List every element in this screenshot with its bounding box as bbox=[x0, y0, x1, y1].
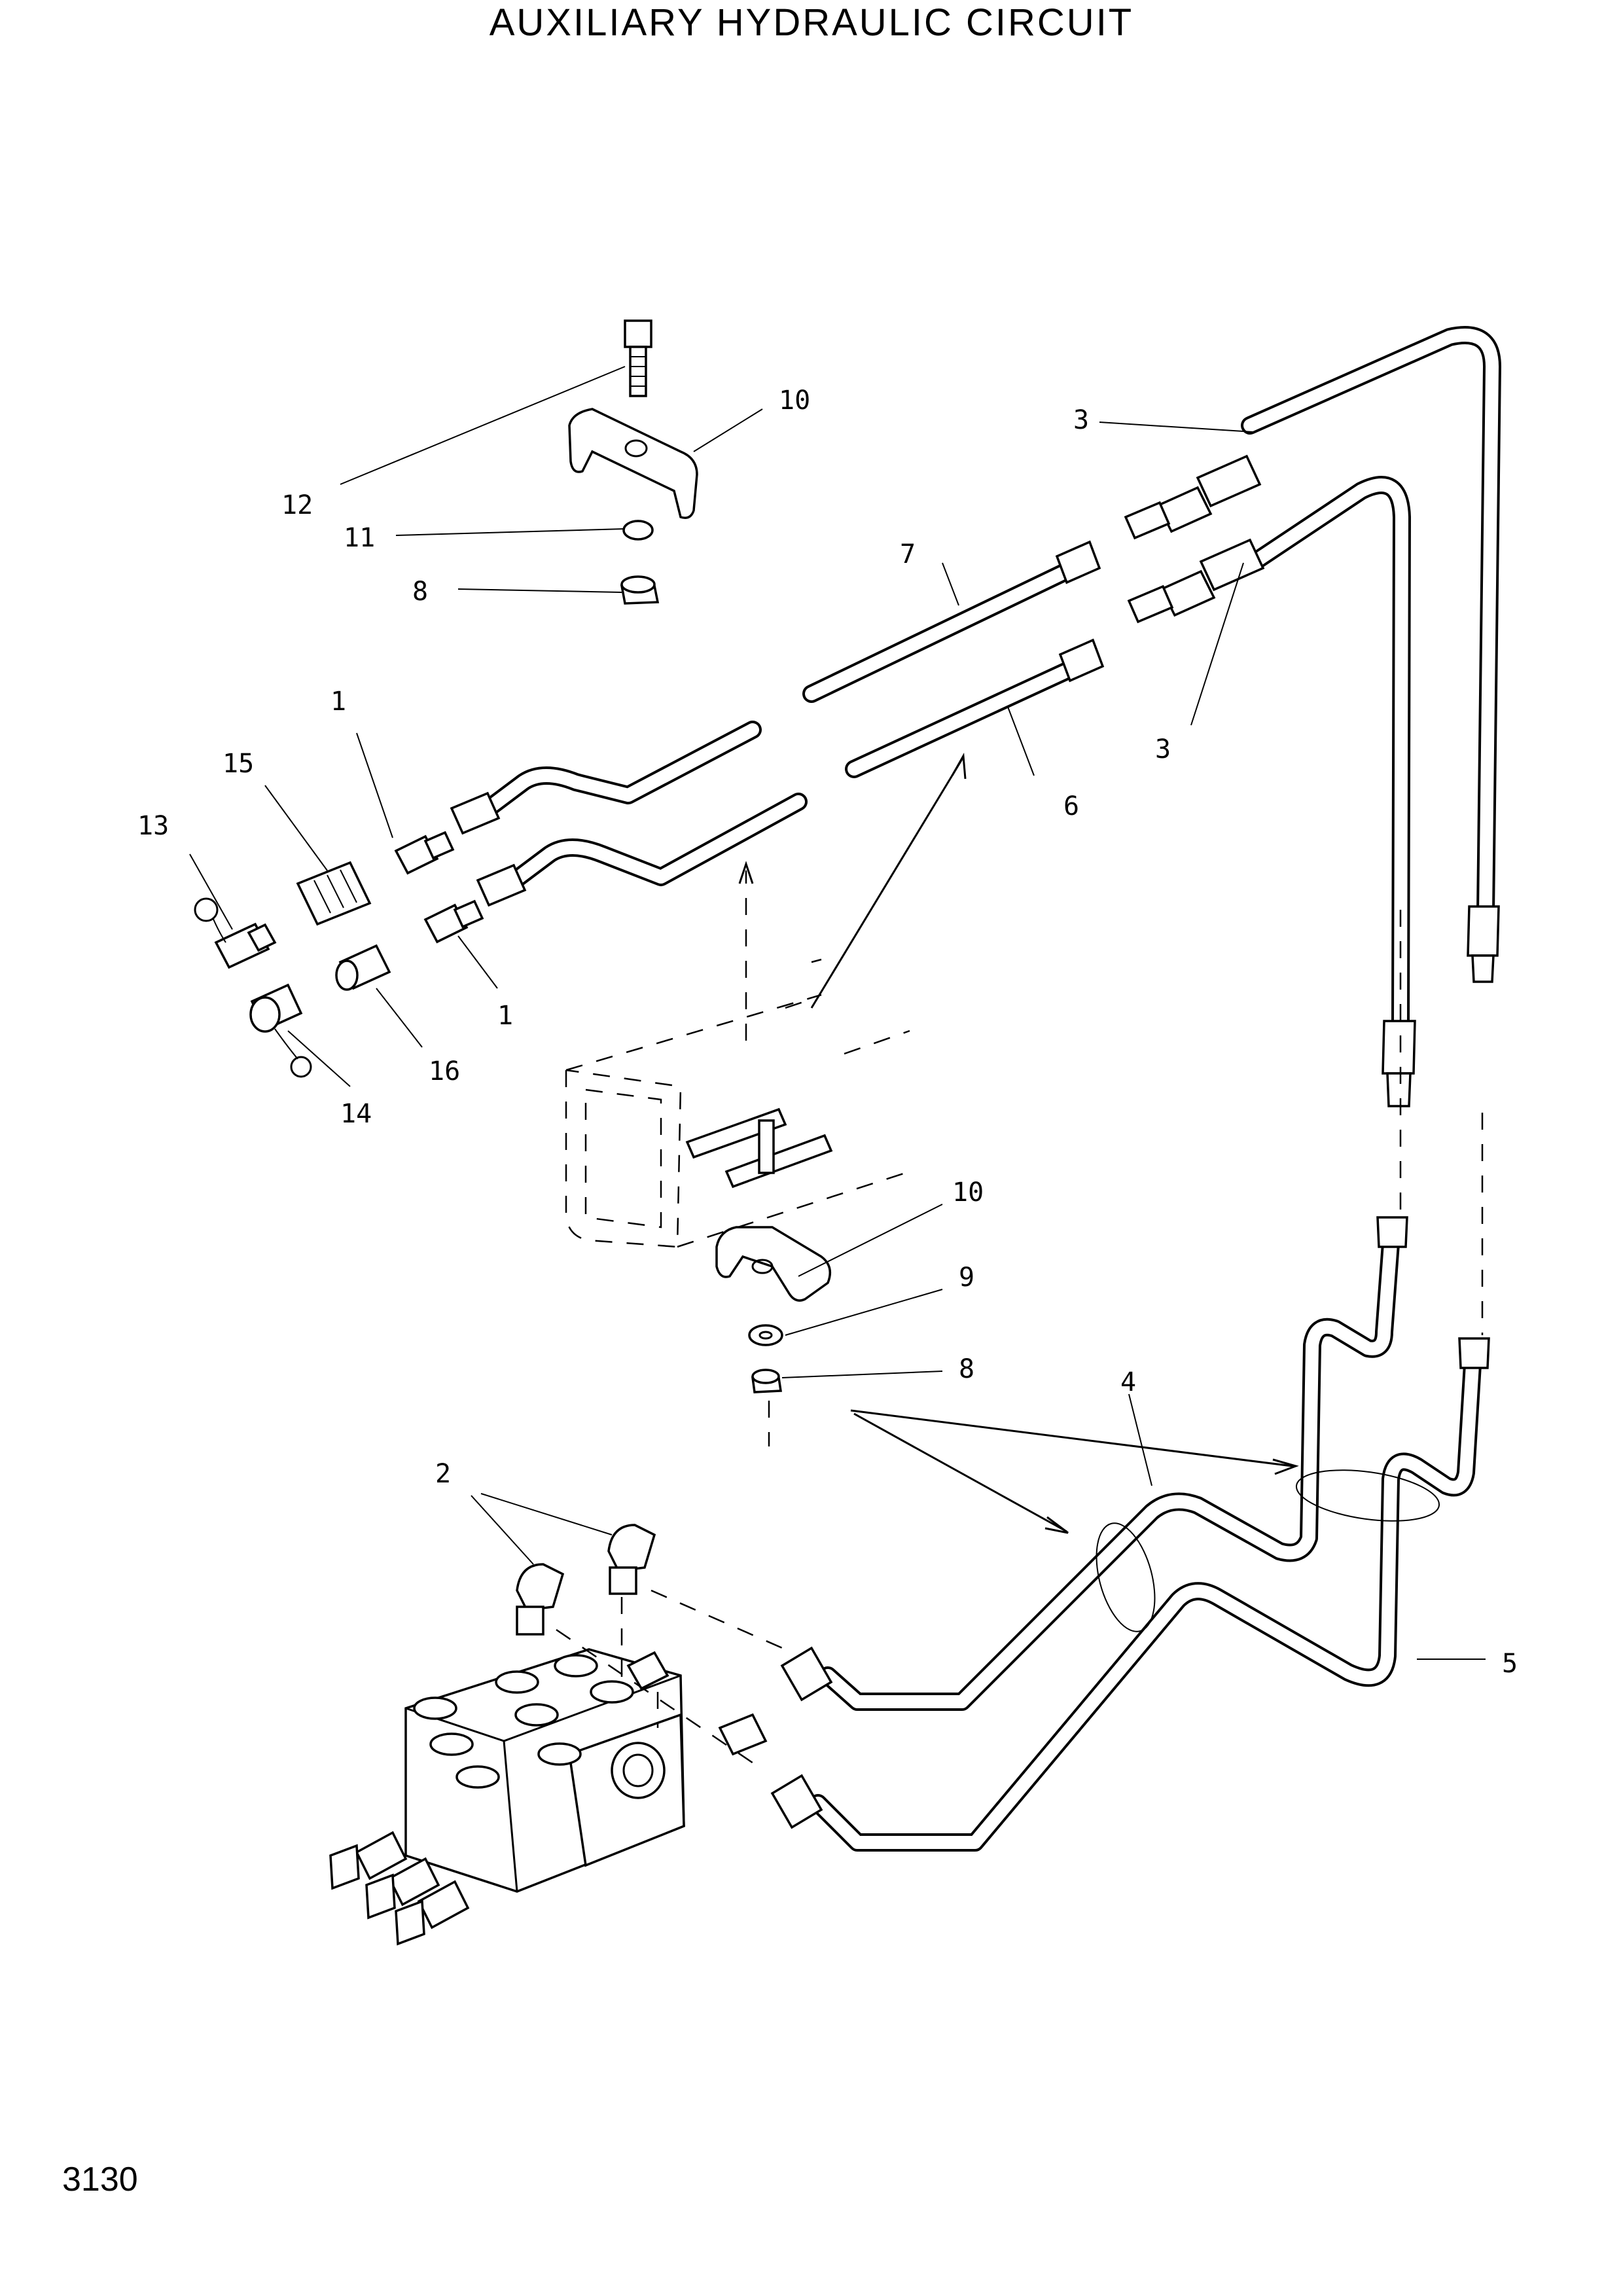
bent-pipe-lower bbox=[476, 793, 808, 907]
pipe-item-4 bbox=[780, 1216, 1408, 1711]
frame-member bbox=[565, 958, 910, 1248]
pipe-item-6 bbox=[845, 638, 1105, 778]
callout-9: 9 bbox=[959, 1263, 974, 1293]
cap-item-14 bbox=[249, 983, 312, 1078]
coupler-item-15 bbox=[296, 861, 372, 926]
callout-1-lower: 1 bbox=[497, 1001, 513, 1031]
callout-3-top: 3 bbox=[1073, 405, 1089, 435]
diagram-title: AUXILIARY HYDRAULIC CIRCUIT bbox=[489, 1, 1134, 44]
control-valve-block bbox=[329, 1648, 768, 1946]
elbow-fitting-item-2-left bbox=[516, 1563, 565, 1636]
assembly-guide-lines bbox=[556, 753, 1484, 1768]
bracket-item-10-top bbox=[568, 408, 698, 519]
hose-assembly-outer bbox=[1124, 326, 1501, 983]
hose-assembly-inner bbox=[1127, 476, 1416, 1107]
callout-10-top: 10 bbox=[779, 386, 810, 416]
callout-10-lower: 10 bbox=[952, 1177, 984, 1208]
callout-2: 2 bbox=[435, 1459, 451, 1489]
bracket-item-10-lower bbox=[715, 1226, 832, 1302]
bent-pipe-upper bbox=[450, 721, 762, 835]
callout-14: 14 bbox=[340, 1099, 372, 1129]
page-number: 3130 bbox=[62, 2161, 138, 2198]
nut-item-8-top bbox=[620, 575, 660, 605]
callout-8-top: 8 bbox=[412, 577, 428, 607]
pipe-item-5 bbox=[770, 1337, 1490, 1852]
washer-item-9 bbox=[748, 1324, 783, 1346]
callout-11: 11 bbox=[344, 523, 375, 553]
callout-7: 7 bbox=[900, 539, 916, 569]
adapter-item-1-upper bbox=[394, 831, 455, 875]
bolt-item-12 bbox=[624, 319, 652, 397]
nut-item-8-lower bbox=[751, 1369, 783, 1393]
adapter-item-16 bbox=[335, 944, 391, 991]
callout-8-lower: 8 bbox=[959, 1354, 974, 1384]
callout-5: 5 bbox=[1502, 1649, 1518, 1679]
callout-12: 12 bbox=[281, 490, 313, 520]
leader-lines bbox=[189, 366, 1486, 1660]
plug-item-13 bbox=[194, 897, 277, 969]
callout-15: 15 bbox=[223, 749, 254, 779]
callout-1-upper: 1 bbox=[330, 687, 346, 717]
pipe-item-7 bbox=[802, 540, 1101, 703]
callout-4: 4 bbox=[1120, 1367, 1136, 1397]
adapter-item-1-lower bbox=[423, 899, 484, 944]
callout-16: 16 bbox=[429, 1056, 460, 1086]
callout-3-mid: 3 bbox=[1155, 734, 1171, 764]
elbow-fitting-item-2-right bbox=[607, 1524, 656, 1595]
callout-13: 13 bbox=[137, 811, 169, 841]
lockwasher-item-11 bbox=[622, 520, 654, 541]
callout-6: 6 bbox=[1063, 791, 1079, 821]
